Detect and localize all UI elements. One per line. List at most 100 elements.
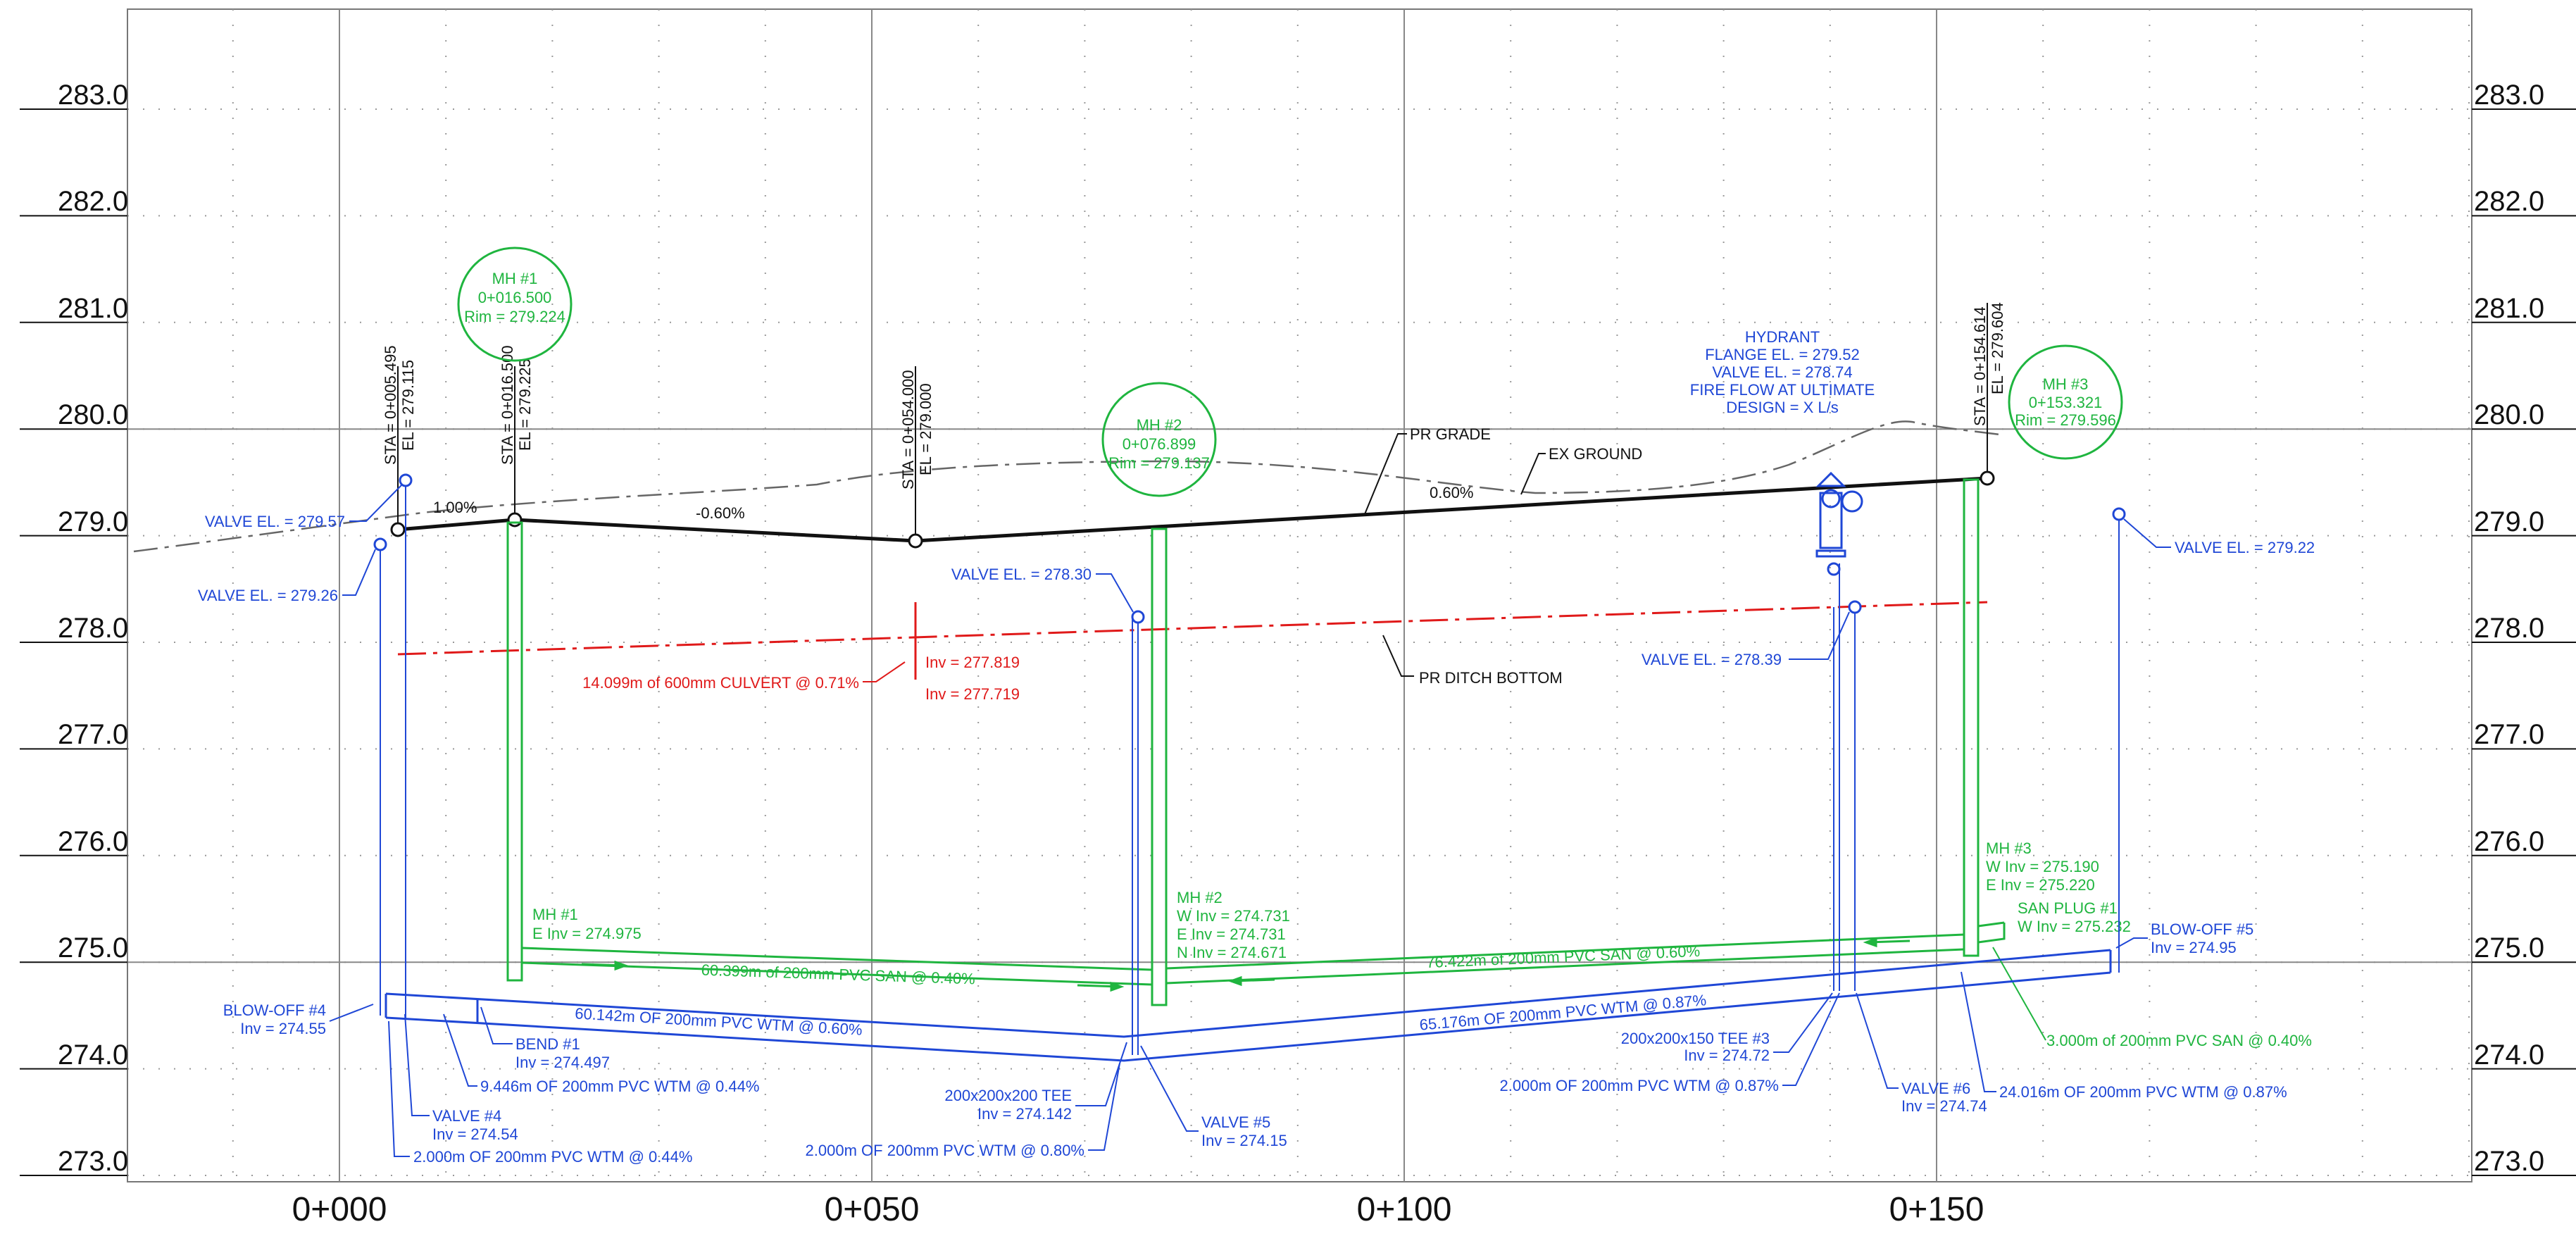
san-pipe-label: 3.000m of 200mm PVC SAN @ 0.40% xyxy=(2046,1032,2312,1049)
svg-text:60.142m OF 200mm PVC WTM @ 0.6: 60.142m OF 200mm PVC WTM @ 0.60% xyxy=(575,1004,863,1038)
svg-text:FLANGE EL. = 279.52: FLANGE EL. = 279.52 xyxy=(1705,346,1860,363)
valve-el-label: VALVE EL. = 278.39 xyxy=(1642,651,1782,668)
pr-grade-label: PR GRADE xyxy=(1410,425,1491,443)
svg-text:Inv = 274.74: Inv = 274.74 xyxy=(1901,1097,1987,1115)
svg-text:200x200x200 TEE: 200x200x200 TEE xyxy=(944,1087,1072,1104)
grade-percent-label: -0.60% xyxy=(696,504,745,522)
elev-label: 276.0 xyxy=(58,826,128,857)
grade-break-point xyxy=(1980,470,1995,486)
elev-label: 278.0 xyxy=(2474,613,2544,644)
mh-rim: Rim = 279.596 xyxy=(2015,411,2116,429)
mh-rim: Rim = 279.224 xyxy=(464,308,565,325)
elev-label: 280.0 xyxy=(2474,399,2544,430)
valve-el-label: VALVE EL. = 279.57 xyxy=(205,513,345,530)
grade-percent-label: 0.60% xyxy=(1430,484,1473,501)
mh3-inv: E Inv = 275.220 xyxy=(1986,876,2095,894)
san-plug: W Inv = 275.232 xyxy=(2018,918,2131,935)
ex-ground-label: EX GROUND xyxy=(1549,445,1642,463)
mh-station: 0+153.321 xyxy=(2029,394,2103,411)
elevation-labels-left: 283.0 282.0 281.0 280.0 279.0 278.0 277.… xyxy=(58,80,128,1177)
elev-label: 277.0 xyxy=(58,719,128,750)
grid xyxy=(20,8,2576,1182)
pr-ditch-leader xyxy=(1382,635,1414,677)
mh2-inv: N Inv = 274.671 xyxy=(1177,944,1287,961)
svg-text:Inv = 274.15: Inv = 274.15 xyxy=(1201,1132,1287,1149)
grade-break-point xyxy=(908,533,923,549)
elev-label: 276.0 xyxy=(2474,826,2544,857)
svg-text:BLOW-OFF #4: BLOW-OFF #4 xyxy=(223,1001,326,1019)
flow-arrows xyxy=(581,937,1911,992)
sanitary-pipes xyxy=(521,921,2006,986)
valve-el-label: VALVE EL. = 279.22 xyxy=(2175,539,2315,556)
elev-label: 279.0 xyxy=(58,506,128,537)
mh3-inv: W Inv = 275.190 xyxy=(1986,858,2099,875)
svg-text:VALVE #6: VALVE #6 xyxy=(1901,1080,1970,1097)
svg-text:Inv = 274.54: Inv = 274.54 xyxy=(432,1125,518,1143)
elev-label: 283.0 xyxy=(2474,80,2544,111)
svg-text:Inv = 274.55: Inv = 274.55 xyxy=(240,1020,326,1037)
elev-label: 273.0 xyxy=(58,1146,128,1177)
sanitary-manholes xyxy=(506,478,1980,1006)
manhole-callout-1[interactable]: MH #1 0+016.500 Rim = 279.224 xyxy=(457,246,573,362)
svg-text:HYDRANT: HYDRANT xyxy=(1745,328,1820,346)
svg-text:200x200x150 TEE #3: 200x200x150 TEE #3 xyxy=(1621,1030,1770,1047)
elev-label: 273.0 xyxy=(2474,1146,2544,1177)
culvert-label: 14.099m of 600mm CULVERT @ 0.71% xyxy=(582,674,859,692)
station-callout: EL = 279.225 xyxy=(516,358,534,451)
elev-label: 283.0 xyxy=(58,80,128,111)
svg-text:BEND #1: BEND #1 xyxy=(515,1035,580,1053)
grade-break-point xyxy=(390,522,406,537)
valve-el-label: VALVE EL. = 278.30 xyxy=(951,566,1092,583)
station-callout: STA = 0+154.614 xyxy=(1971,306,1989,426)
mh2-inv: E Inv = 274.731 xyxy=(1177,925,1286,943)
station-label: 0+000 xyxy=(292,1191,387,1228)
valve-box-icons xyxy=(373,473,2126,624)
mh-label: MH #2 xyxy=(1137,416,1182,434)
svg-text:9.446m OF 200mm PVC WTM @ 0.44: 9.446m OF 200mm PVC WTM @ 0.44% xyxy=(480,1078,759,1095)
mh-rim: Rim = 279.137 xyxy=(1108,454,1210,472)
station-label: 0+050 xyxy=(825,1191,920,1228)
elev-label: 282.0 xyxy=(2474,186,2544,217)
svg-text:VALVE #4: VALVE #4 xyxy=(432,1107,501,1125)
svg-text:2.000m OF 200mm PVC WTM @ 0.87: 2.000m OF 200mm PVC WTM @ 0.87% xyxy=(1500,1077,1779,1094)
pr-ditch-label: PR DITCH BOTTOM xyxy=(1419,669,1563,687)
svg-text:2.000m OF 200mm PVC WTM @ 0.80: 2.000m OF 200mm PVC WTM @ 0.80% xyxy=(806,1142,1084,1159)
mh2-inv: MH #2 xyxy=(1177,889,1223,906)
hydrant-label: HYDRANT FLANGE EL. = 279.52 VALVE EL. = … xyxy=(1690,328,1875,416)
mh-label: MH #1 xyxy=(492,270,538,287)
elev-label: 281.0 xyxy=(58,293,128,324)
valve-el-label: VALVE EL. = 279.26 xyxy=(198,587,338,604)
grade-break-point xyxy=(507,512,523,528)
ex-ground-leader xyxy=(1520,453,1546,495)
mh-station: 0+076.899 xyxy=(1123,435,1196,453)
manhole-callout-3[interactable]: MH #3 0+153.321 Rim = 279.596 xyxy=(2008,344,2123,460)
mh1-inv: E Inv = 274.975 xyxy=(532,925,642,942)
elev-label: 282.0 xyxy=(58,186,128,217)
svg-text:Inv = 274.142: Inv = 274.142 xyxy=(977,1105,1072,1123)
station-callout: EL = 279.604 xyxy=(1989,302,2006,394)
elev-label: 277.0 xyxy=(2474,719,2544,750)
watermain-pipes xyxy=(384,949,2112,1062)
existing-ground-line xyxy=(133,420,2001,553)
station-callout: STA = 0+016.500 xyxy=(499,345,516,465)
valve-stems xyxy=(380,480,2120,1055)
svg-text:FIRE FLOW AT ULTIMATE: FIRE FLOW AT ULTIMATE xyxy=(1690,381,1875,399)
elev-label: 275.0 xyxy=(2474,932,2544,963)
svg-text:Inv = 274.497: Inv = 274.497 xyxy=(515,1054,610,1071)
culvert-inv: Inv = 277.719 xyxy=(925,685,1020,703)
station-callout: STA = 0+005.495 xyxy=(382,345,399,465)
mh-label: MH #3 xyxy=(2043,375,2089,393)
svg-text:BLOW-OFF #5: BLOW-OFF #5 xyxy=(2151,920,2253,938)
svg-text:DESIGN = X L/s: DESIGN = X L/s xyxy=(1726,399,1839,416)
elev-label: 275.0 xyxy=(58,932,128,963)
manhole-callout-2[interactable]: MH #2 0+076.899 Rim = 279.137 xyxy=(1101,382,1217,497)
pr-grade-leader xyxy=(1364,433,1407,515)
svg-text:Inv = 274.72: Inv = 274.72 xyxy=(1684,1047,1770,1064)
elev-label: 279.0 xyxy=(2474,506,2544,537)
ditch-bottom-line xyxy=(397,601,1988,656)
station-labels: 0+000 0+050 0+100 0+150 xyxy=(292,1191,1984,1228)
mh3-inv: MH #3 xyxy=(1986,839,2032,857)
mh2-inv: W Inv = 274.731 xyxy=(1177,907,1290,925)
svg-text:Inv = 274.95: Inv = 274.95 xyxy=(2151,939,2237,956)
